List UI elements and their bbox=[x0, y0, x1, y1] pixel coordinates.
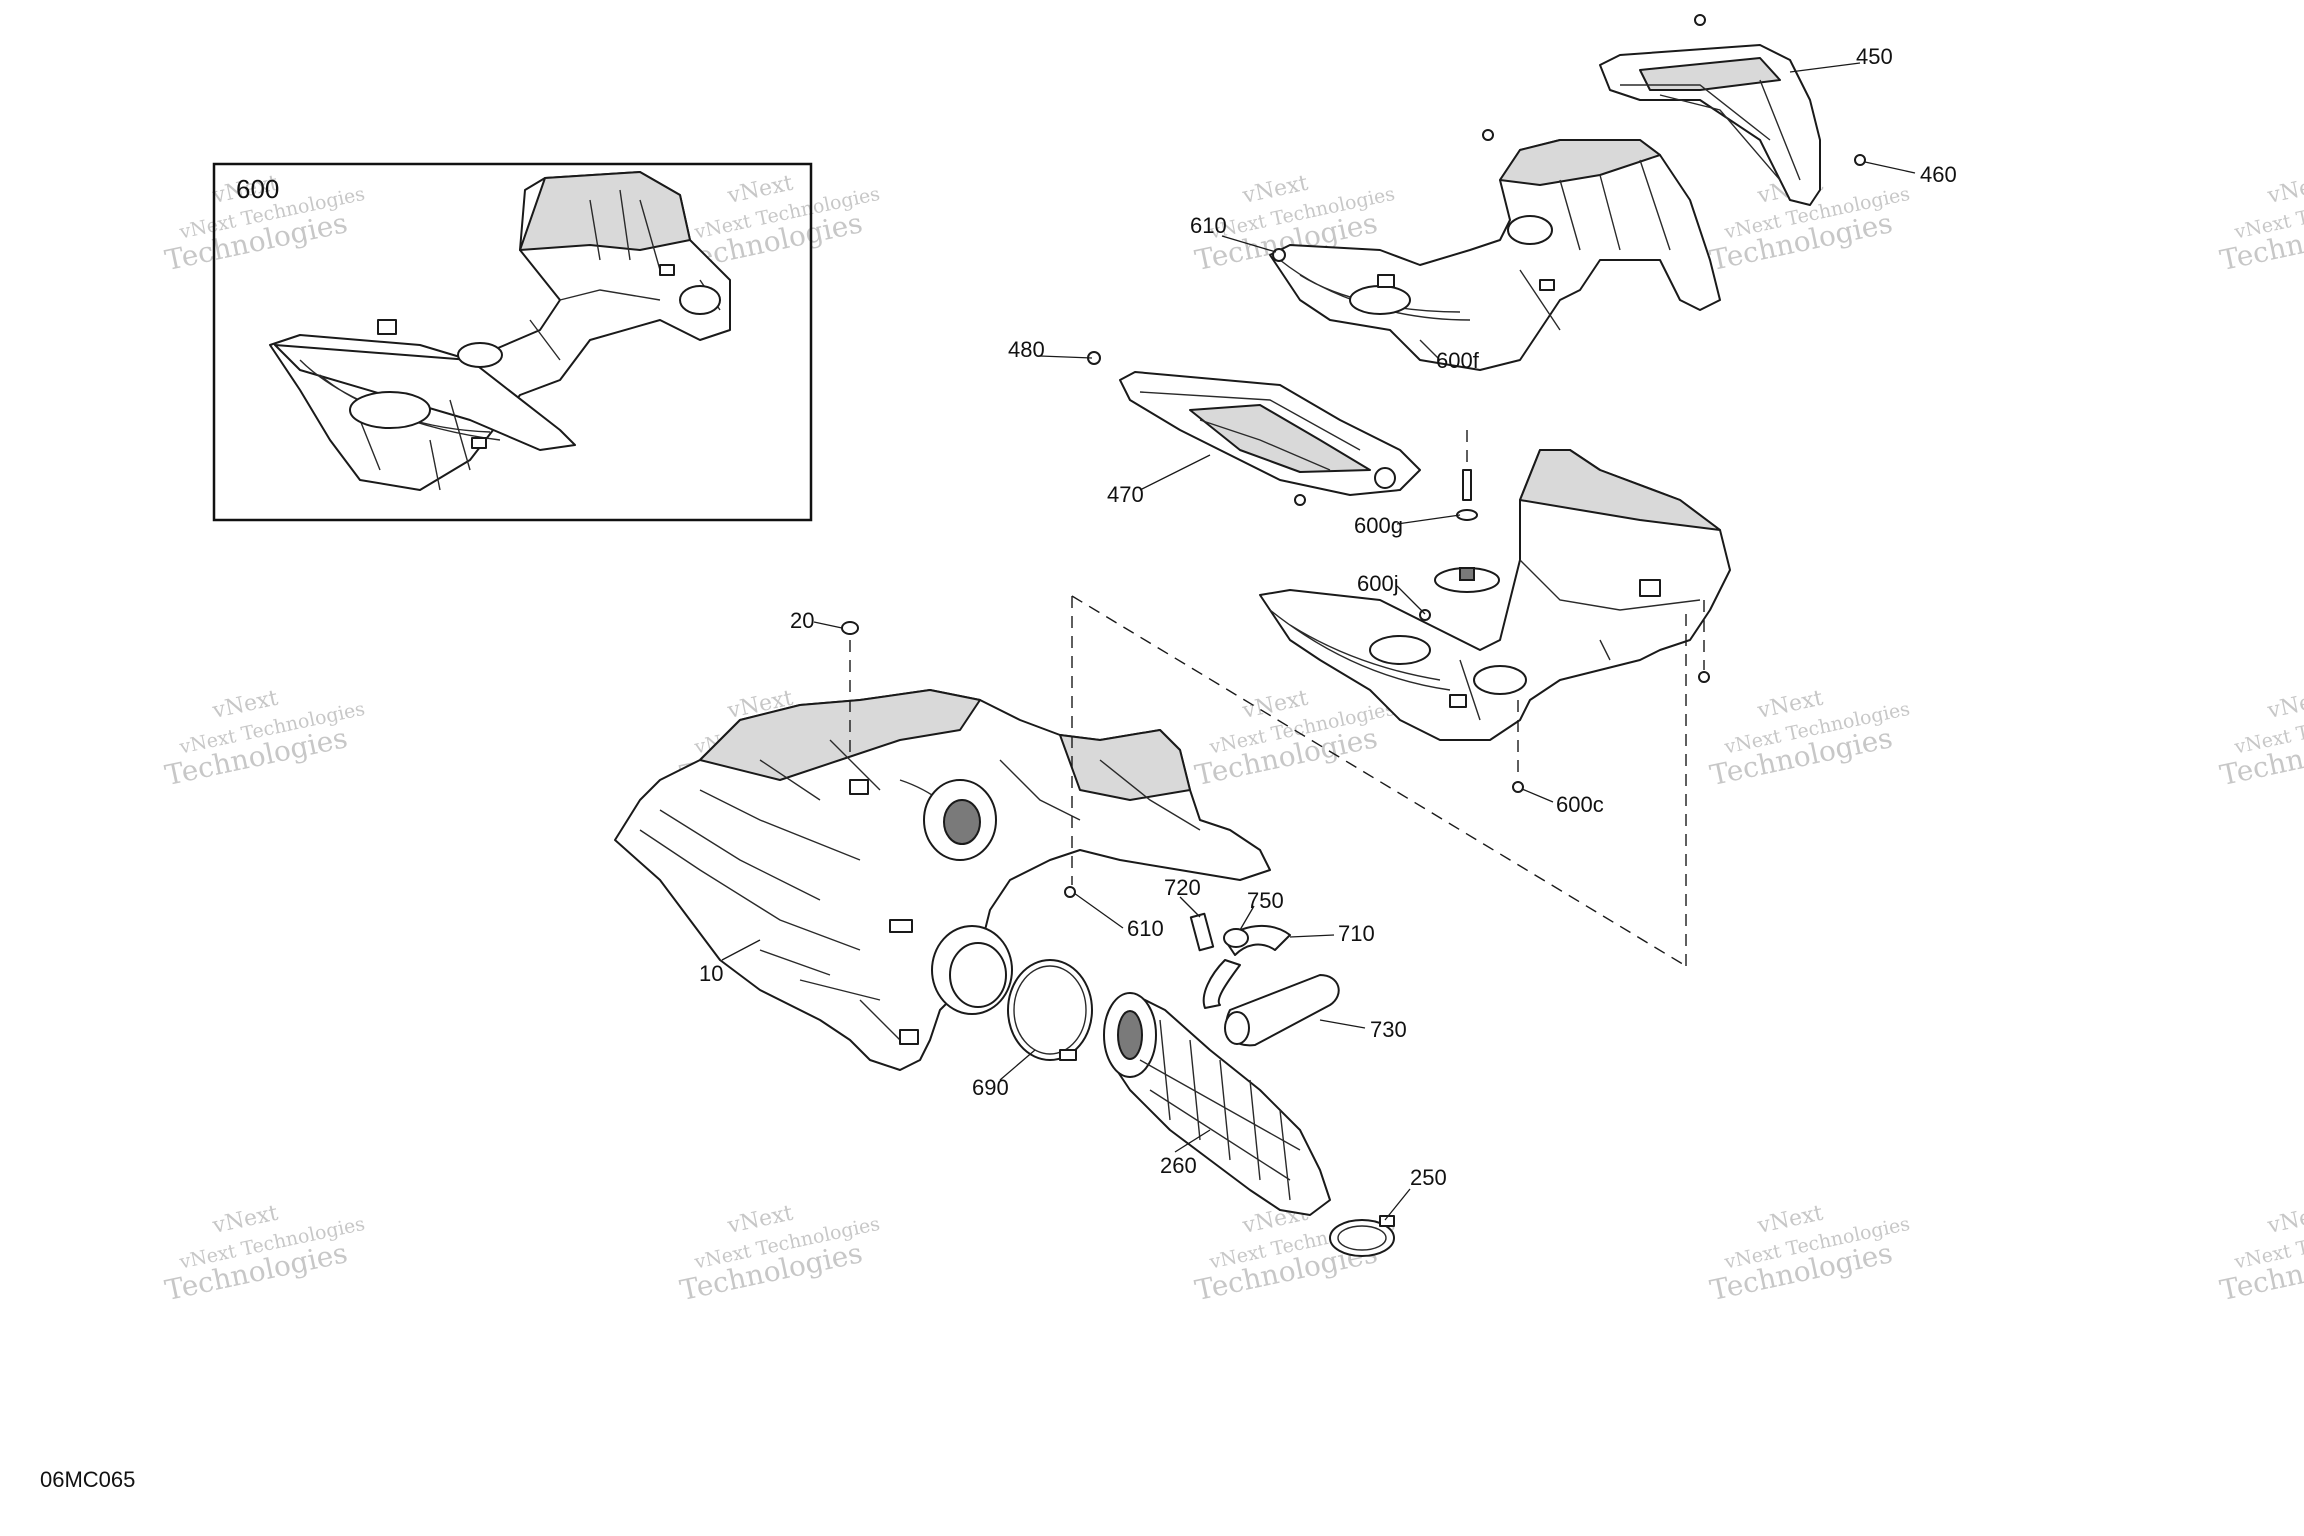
fastener bbox=[1694, 14, 1706, 26]
callout-750: 750 bbox=[1247, 888, 1284, 913]
callout-610-upper: 610 bbox=[1190, 213, 1227, 238]
intake-silencer-middle bbox=[1269, 139, 1721, 371]
figure-code: 06MC065 bbox=[40, 1467, 135, 1492]
watermark: vNext vNext Technologies Technologies bbox=[162, 1201, 367, 1307]
callout-20: 20 bbox=[790, 608, 814, 633]
cover-470 bbox=[1119, 371, 1421, 496]
callout-260: 260 bbox=[1160, 1153, 1197, 1178]
hose-730 bbox=[1224, 974, 1340, 1047]
watermark: vNext vNext Technologies Technologies bbox=[677, 1201, 882, 1307]
fastener bbox=[1419, 609, 1431, 621]
callout-450: 450 bbox=[1856, 44, 1893, 69]
callout-720: 720 bbox=[1164, 875, 1201, 900]
plug-20 bbox=[841, 621, 859, 635]
callout-10: 10 bbox=[699, 961, 723, 986]
fastener bbox=[1064, 886, 1076, 898]
fastener bbox=[1512, 781, 1524, 793]
callout-600j: 600j bbox=[1357, 571, 1399, 596]
airbox-body-10 bbox=[614, 689, 1271, 1071]
callout-610-lower: 610 bbox=[1127, 916, 1164, 941]
watermark-line1: vNext bbox=[2265, 686, 2304, 724]
watermark: vNext vNext Technologies Technologies bbox=[2217, 1201, 2304, 1307]
watermark: vNext vNext Technologies Technologies bbox=[2217, 171, 2304, 277]
callout-690: 690 bbox=[972, 1075, 1009, 1100]
callout-470: 470 bbox=[1107, 482, 1144, 507]
watermark: vNext vNext Technologies Technologies bbox=[2217, 686, 2304, 792]
watermark: vNext vNext Technologies Technologies bbox=[162, 171, 367, 277]
inset-label: 600 bbox=[236, 174, 279, 204]
watermark-line1: vNext bbox=[2265, 1201, 2304, 1239]
callout-600f: 600f bbox=[1436, 348, 1480, 373]
callout-labels: 450 460 610 480 470 600f 600g 600j 600c … bbox=[699, 44, 1957, 1190]
spring-600f bbox=[1462, 469, 1472, 501]
callout-710: 710 bbox=[1338, 921, 1375, 946]
watermark: vNext vNext Technologies Technologies bbox=[1707, 686, 1912, 792]
watermark: vNext vNext Technologies Technologies bbox=[162, 686, 367, 792]
callout-600c: 600c bbox=[1556, 792, 1604, 817]
callout-480: 480 bbox=[1008, 337, 1045, 362]
fitting-720 bbox=[1189, 912, 1215, 952]
fastener bbox=[1482, 129, 1494, 141]
fastener bbox=[1272, 248, 1286, 262]
watermark-line1: vNext bbox=[2265, 171, 2304, 209]
callout-600g: 600g bbox=[1354, 513, 1403, 538]
callout-730: 730 bbox=[1370, 1017, 1407, 1042]
airbox-lower-600 bbox=[1259, 449, 1731, 741]
fastener bbox=[1698, 671, 1710, 683]
grommet-600j bbox=[1434, 567, 1500, 593]
leader-lines bbox=[721, 62, 1916, 1221]
intake-silencer-upper bbox=[1599, 44, 1821, 206]
inset-airbox-drawing bbox=[269, 171, 731, 491]
assembly-lines bbox=[849, 430, 1705, 967]
clamp-690 bbox=[1007, 959, 1093, 1061]
fastener bbox=[1294, 494, 1306, 506]
fastener bbox=[1854, 154, 1866, 166]
inset-assembly-600: 600 bbox=[212, 162, 813, 522]
inset-frame bbox=[212, 162, 813, 522]
callout-250: 250 bbox=[1410, 1165, 1447, 1190]
fitting-750 bbox=[1223, 928, 1249, 948]
clamp-250 bbox=[1329, 1215, 1395, 1257]
callout-460: 460 bbox=[1920, 162, 1957, 187]
watermark: vNext vNext Technologies Technologies bbox=[1707, 1201, 1912, 1307]
intake-duct-260 bbox=[1103, 992, 1331, 1216]
